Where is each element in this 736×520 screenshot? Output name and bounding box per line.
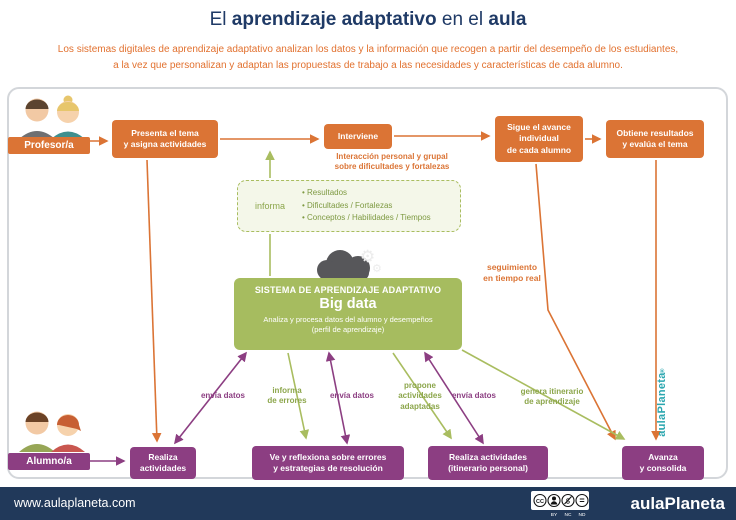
gear-icon-small: ⚙ <box>372 263 382 275</box>
cc-nd-icon <box>575 493 589 508</box>
informa-label: informa <box>254 201 285 211</box>
svg-text:=: = <box>579 496 584 506</box>
vertical-brand-text: aulaPlaneta <box>656 372 668 437</box>
cc-label-nd: ND <box>579 512 586 517</box>
vertical-brand: aulaPlaneta® <box>656 366 668 437</box>
title-part-bold: aula <box>488 9 527 30</box>
label-informa-errores: informa de errores <box>267 386 307 406</box>
system-bigdata-label: Big data <box>319 296 377 312</box>
footer-bar: www.aulaplaneta.com CC $ = BY NC ND aula… <box>0 487 736 520</box>
teacher-step-interviene: Interviene <box>324 124 392 149</box>
teacher-role-label: Profesor/a <box>8 137 90 154</box>
system-description: Analiza y procesa datos del alumno y des… <box>234 315 462 335</box>
cc-nc-icon <box>561 493 575 508</box>
teacher-step-sigue-avance: Sigue el avance individual de cada alumn… <box>495 116 583 162</box>
informa-item: • Dificultades / Fortalezas <box>302 200 393 210</box>
informa-panel: informa • Resultados • Dificultades / Fo… <box>237 180 461 232</box>
label-seguimiento: seguimiento en tiempo real <box>483 262 541 284</box>
system-title: SISTEMA DE APRENDIZAJE ADAPTATIVO <box>254 285 442 295</box>
svg-text:$: $ <box>566 496 571 505</box>
footer-brand: aulaPlaneta <box>630 494 726 513</box>
student-step-avanza: Avanza y consolida <box>622 446 704 480</box>
system-desc-line: Analiza y procesa datos del alumno y des… <box>263 315 433 324</box>
student-avatars <box>19 411 85 452</box>
informa-item: • Conceptos / Habilidades / Tiempos <box>302 213 431 223</box>
student-step-itinerario: Realiza actividades (itinerario personal… <box>428 446 548 480</box>
label-genera-itinerario: genera itinerario de aprendizaje <box>520 387 584 407</box>
cc-label-nc: NC <box>565 512 572 517</box>
page-subtitle: Los sistemas digitales de aprendizaje ad… <box>0 42 736 73</box>
system-desc-line: (perfil de aprendizaje) <box>311 325 385 335</box>
student-step-reflexiona: Ve y reflexiona sobre errores y estrateg… <box>252 446 404 480</box>
informa-items: • Resultados • Dificultades / Fortalezas… <box>302 187 431 224</box>
adaptive-system-box: SISTEMA DE APRENDIZAJE ADAPTATIVO Big da… <box>234 278 462 350</box>
label-propone-actividades: propone actividades adaptadas <box>398 381 442 411</box>
label-envia-datos-1: envía datos <box>200 391 245 400</box>
student-role-label: Alumno/a <box>8 453 90 470</box>
teacher-step-presenta: Presenta el tema y asigna actividades <box>112 120 218 158</box>
title-part-bold: aprendizaje adaptativo <box>231 9 437 30</box>
svg-text:CC: CC <box>536 499 544 505</box>
cc-by-icon <box>547 493 561 508</box>
creative-commons-badge: CC $ = BY NC ND <box>531 491 589 517</box>
cc-label-by: BY <box>551 512 558 517</box>
teacher-avatars <box>19 95 85 139</box>
page-title: El aprendizaje adaptativo en el aula <box>0 9 736 31</box>
interviene-note: Interacción personal y grupal sobre difi… <box>334 152 450 172</box>
subtitle-line: Los sistemas digitales de aprendizaje ad… <box>57 44 679 55</box>
teacher-step-obtiene-resultados: Obtiene resultados y evalúa el tema <box>606 120 704 158</box>
cc-icon <box>533 493 547 508</box>
registered-mark: ® <box>659 366 665 373</box>
big-data-cloud-icon: ⚙ ⚙ <box>317 247 382 280</box>
title-part: en el <box>436 9 489 30</box>
title-part: El <box>209 9 232 30</box>
label-envia-datos-2: envía datos <box>329 391 374 400</box>
student-step-realiza: Realiza actividades <box>130 447 196 479</box>
gear-icon: ⚙ <box>360 247 375 266</box>
footer-website: www.aulaplaneta.com <box>14 496 136 510</box>
subtitle-line: a la vez que personalizan y adaptan las … <box>113 59 623 71</box>
informa-item: • Resultados <box>302 188 348 198</box>
label-envia-datos-3: envía datos <box>451 391 496 400</box>
